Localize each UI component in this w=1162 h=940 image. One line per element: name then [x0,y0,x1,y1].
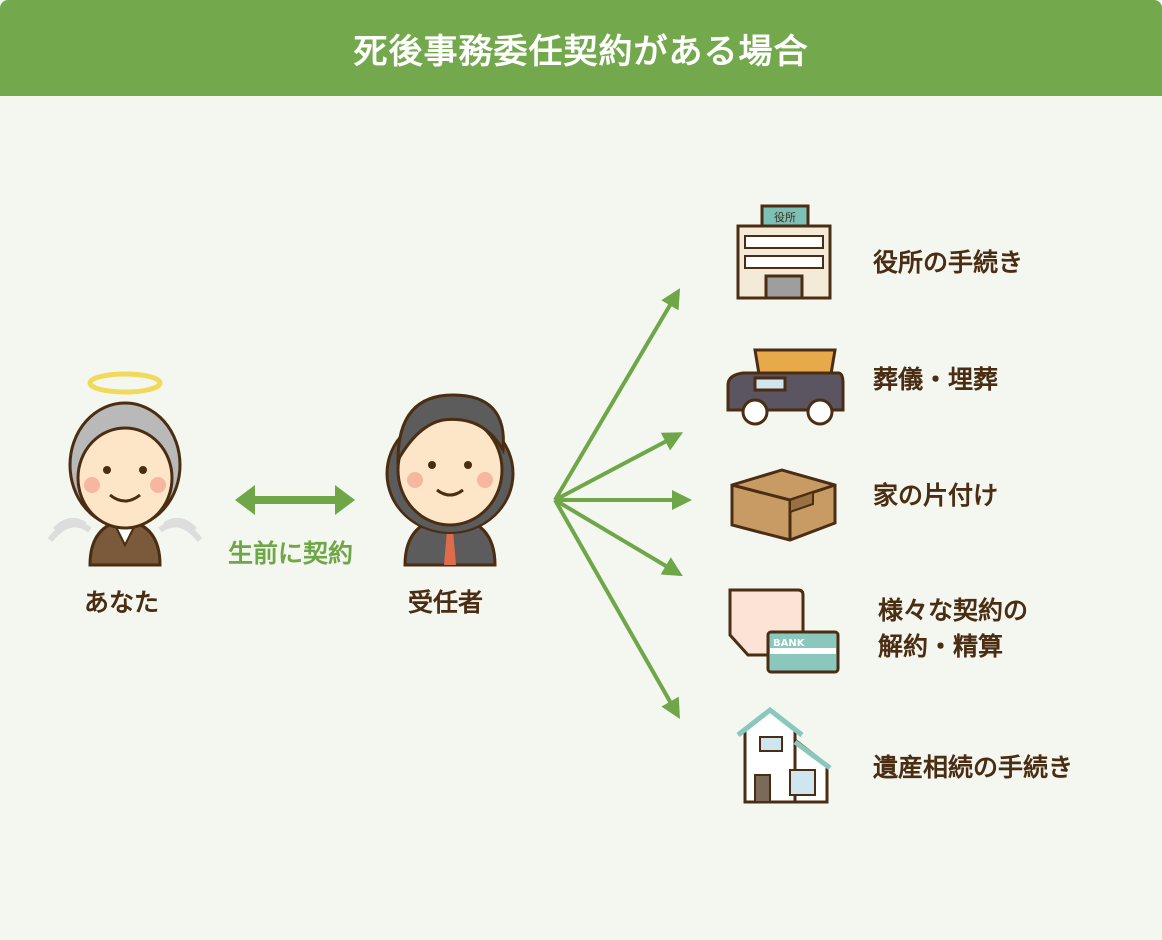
task-label-contracts-line2: 解約・精算 [878,632,1004,662]
house-icon [736,706,832,804]
task-arrows [553,288,692,719]
header-banner: 死後事務委任契約がある場合 [0,0,1162,96]
label-you: あなた [84,588,160,617]
label-contract: 生前に契約 [228,539,354,568]
arrow-to-funeral [554,432,684,502]
page-title: 死後事務委任契約がある場合 [353,31,809,72]
svg-text:BANK: BANK [773,638,806,649]
contract-double-arrow [235,485,355,515]
task-label-inheritance: 遺産相続の手続き [873,753,1074,782]
svg-text:役所: 役所 [774,210,796,224]
task-label-cleanup: 家の片付け [873,481,999,510]
deceased-person-icon [47,371,203,567]
arrow-to-inheritance [553,499,680,719]
arrow-to-contracts [553,498,683,577]
task-label-contracts: 様々な契約の 解約・精算 [878,593,1028,666]
city-office-icon: 役所 [736,204,832,300]
label-agent: 受任者 [408,588,484,617]
task-label-contracts-line1: 様々な契約の [878,596,1029,625]
bankbook-icon: BANK [728,588,840,674]
hearse-icon [726,348,845,426]
task-label-office: 役所の手続き [873,248,1024,277]
task-label-funeral: 葬儀・埋葬 [873,365,999,394]
agent-person-icon [385,393,515,567]
cardboard-box-icon [730,468,837,542]
arrow-to-office [553,288,681,502]
